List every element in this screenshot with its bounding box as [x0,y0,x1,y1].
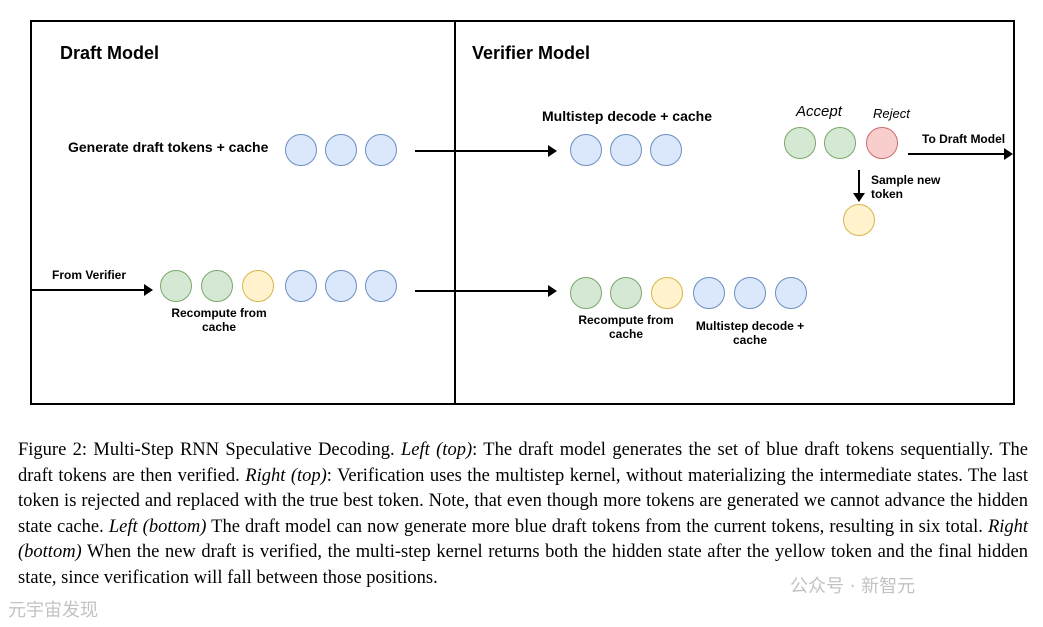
sample-down-arrow [853,170,865,202]
draft-green-token-1 [160,270,192,302]
left-bottom-ref: Left (bottom) [108,516,207,537]
from-verifier-label: From Verifier [52,268,127,282]
verifier-blue-token-3 [650,134,682,166]
multistep-bottom-label: Multistep decode + cache [695,319,805,347]
recompute-left-label: Recompute from cache [171,306,267,334]
from-verifier-arrow [32,284,153,296]
verifier-model-title: Verifier Model [472,43,591,63]
caption-text-1: : The draft model generates the set of b… [18,440,1028,486]
draft-blue-token-1 [285,134,317,166]
draft-blue-token-5 [325,270,357,302]
accept-green-token-2 [824,127,856,159]
draft-blue-token-4 [285,270,317,302]
to-draft-model-label: To Draft Model [922,132,1006,146]
draft-yellow-token [242,270,274,302]
verifier-green-token-2 [610,277,642,309]
verifier-blue-token-6 [775,277,807,309]
draft-blue-token-2 [325,134,357,166]
watermark-left: 元宇宙发现 [8,600,98,621]
draft-to-verifier-arrow-bottom [415,285,557,297]
caption-text-4: When the new draft is verified, the mult… [18,542,1028,588]
verifier-blue-token-5 [734,277,766,309]
multistep-top-label: Multistep decode + cache [542,108,712,124]
caption-text-3: The draft model can now generate more bl… [206,516,983,537]
left-top-ref: Left (top) [401,440,473,460]
sampled-yellow-token [843,204,875,236]
right-bottom-ref: Right (bottom) [18,516,1029,563]
draft-to-verifier-arrow-top [415,145,557,157]
draft-blue-token-6 [365,270,397,302]
figure-caption: Figure 2: Multi-Step RNN Speculative Dec… [18,438,1028,591]
verifier-yellow-token [651,277,683,309]
caption-text-2: : Verification uses the multistep kernel… [18,465,1028,537]
verifier-green-token-1 [570,277,602,309]
watermark-right: 公众号 · 新智元 [790,576,916,597]
generate-draft-label: Generate draft tokens + cache [68,139,269,155]
reject-label: Reject [873,106,910,121]
figure-frame: Draft Model Verifier Model Generate draf… [30,20,1015,405]
to-draft-model-arrow [908,148,1013,160]
draft-green-token-2 [201,270,233,302]
draft-blue-token-3 [365,134,397,166]
figure-label: Figure 2: Multi-Step RNN Speculative Dec… [18,440,395,460]
panel-divider [454,22,456,403]
accept-label: Accept [796,103,842,120]
verifier-blue-token-4 [693,277,725,309]
verifier-blue-token-2 [610,134,642,166]
accept-green-token-1 [784,127,816,159]
right-top-ref: Right (top) [245,465,327,486]
verifier-blue-token-1 [570,134,602,166]
draft-model-title: Draft Model [60,43,159,63]
recompute-right-label: Recompute from cache [578,313,674,341]
sample-new-token-label: Sample new token [871,173,941,201]
reject-red-token [866,127,898,159]
